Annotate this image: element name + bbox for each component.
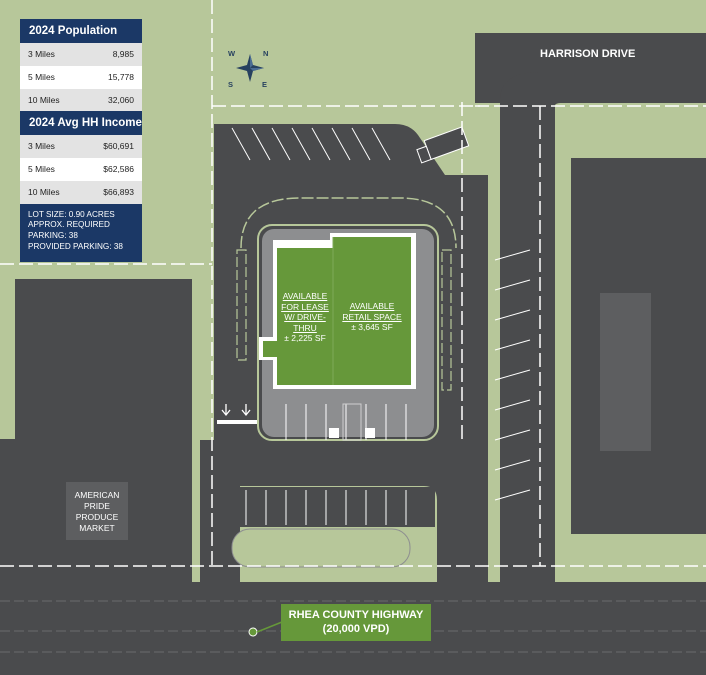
landscape-island (231, 528, 411, 568)
building-footprint (263, 237, 411, 385)
harrison-drive-label: HARRISON DRIVE (540, 48, 636, 60)
accessible-parking-icon (329, 428, 339, 438)
income-row-10mi: 10 Miles$66,893 (20, 180, 142, 204)
lot-info: LOT SIZE: 0.90 ACRES APPROX. REQUIRED PA… (20, 203, 142, 262)
adjacent-building-inner (600, 293, 651, 451)
crosswalk (342, 403, 362, 441)
traffic-arrows (221, 404, 251, 417)
compass-s: S (228, 80, 234, 89)
compass-rose-icon (236, 54, 264, 82)
income-row-3mi: 3 Miles$60,691 (20, 135, 142, 159)
compass-w: W (228, 49, 236, 58)
accessible-parking-icon-2 (365, 428, 375, 438)
income-title: 2024 Avg HH Income (20, 111, 142, 136)
market-building (66, 482, 128, 540)
property-lines (0, 0, 706, 570)
parking-stalls (231, 127, 531, 525)
side-road (500, 100, 555, 590)
american-pride-market-label: AMERICAN PRIDE PRODUCE MARKET (74, 490, 120, 533)
compass-n: N (263, 49, 269, 58)
compass-e: E (262, 80, 268, 89)
population-title: 2024 Population (20, 19, 142, 43)
income-row-5mi: 5 Miles$62,586 (20, 158, 142, 181)
highway-label: RHEA COUNTY HIGHWAY (20,000 VPD) (281, 604, 431, 641)
unit-retail-label: AVAILABLE RETAIL SPACE ± 3,645 SF (342, 301, 402, 332)
highway-marker-dot (248, 627, 258, 637)
unit-drive-thru-label: AVAILABLE FOR LEASE W/ DRIVE- THRU ± 2,2… (281, 291, 329, 343)
delivery-truck-icon (416, 126, 470, 164)
